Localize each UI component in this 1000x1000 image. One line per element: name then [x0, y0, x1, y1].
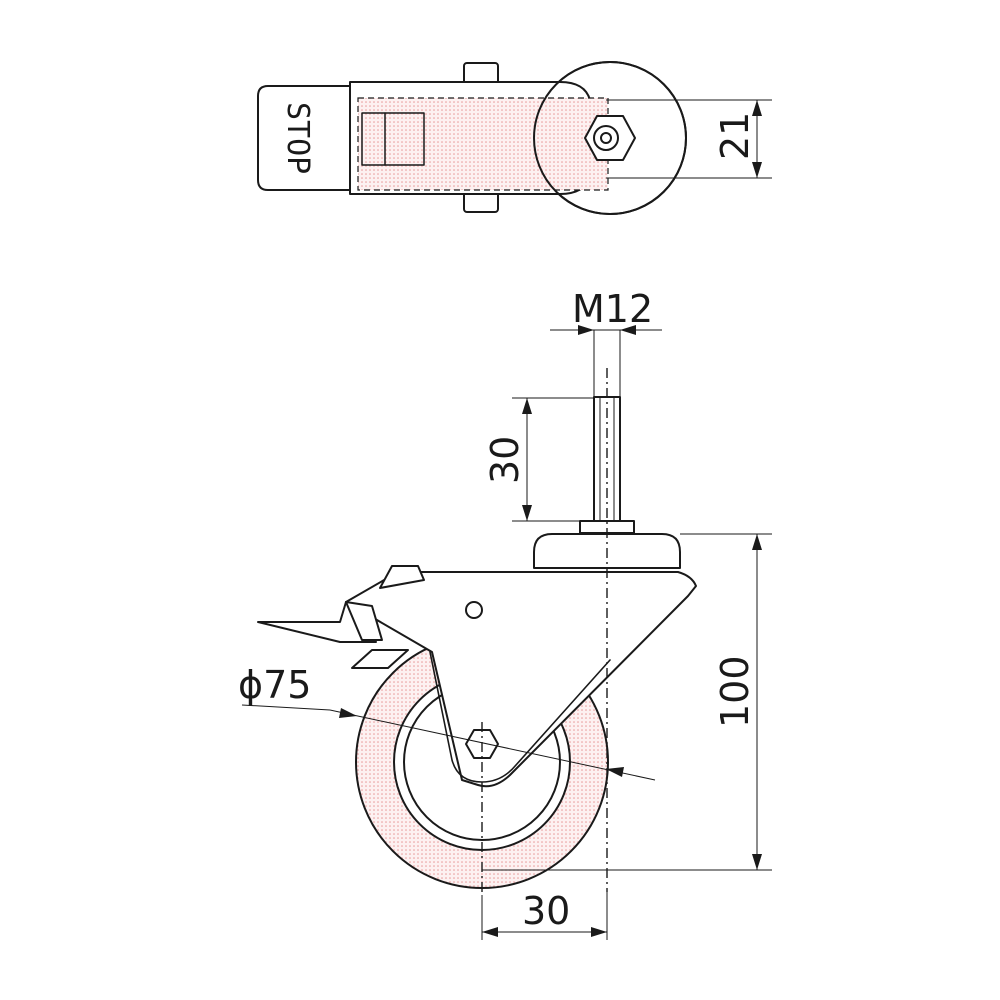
fork-leg [345, 571, 697, 788]
dim-top-width: 21 [713, 112, 757, 160]
dim-21-arrow-top [752, 100, 762, 116]
top-inner-hatch [358, 98, 608, 190]
side-view: M12 30 100 ϕ75 30 [238, 287, 772, 940]
dim-75-leader [241, 704, 331, 711]
dim-21-arrow-bottom [752, 162, 762, 178]
dim-30v-arrow-top [522, 398, 532, 414]
dim-offset: 30 [522, 889, 570, 933]
dim-100-arrow-bottom [752, 854, 762, 870]
top-brake-pedal [257, 85, 351, 191]
dim-75-line [329, 709, 656, 781]
dim-m12-arrow-right [620, 325, 636, 335]
dim-thread-length: 30 [483, 436, 527, 484]
top-hub-circle [533, 61, 687, 215]
dim-100-arrow-top [752, 534, 762, 550]
top-brake-slot [361, 112, 425, 166]
dim-height: 100 [713, 655, 757, 728]
top-view: STOP 21 [257, 61, 772, 215]
brake-link [345, 601, 383, 641]
dim-thread: M12 [572, 287, 653, 331]
dim-75-arrow-right [606, 767, 624, 777]
dim-30h-arrow-right [591, 927, 607, 937]
brake-shoe [351, 649, 409, 669]
dim-wheel-diameter: ϕ75 [238, 663, 311, 707]
dim-m12-arrow-left [578, 325, 594, 335]
dim-30h-arrow-left [482, 927, 498, 937]
dim-30v-arrow-bottom [522, 505, 532, 521]
fork-rivet [465, 601, 483, 619]
dim-75-arrow-left [339, 708, 357, 718]
brake-top-tab [379, 565, 425, 589]
top-stem-inner [600, 132, 612, 144]
brake-stop-label: STOP [280, 102, 315, 174]
